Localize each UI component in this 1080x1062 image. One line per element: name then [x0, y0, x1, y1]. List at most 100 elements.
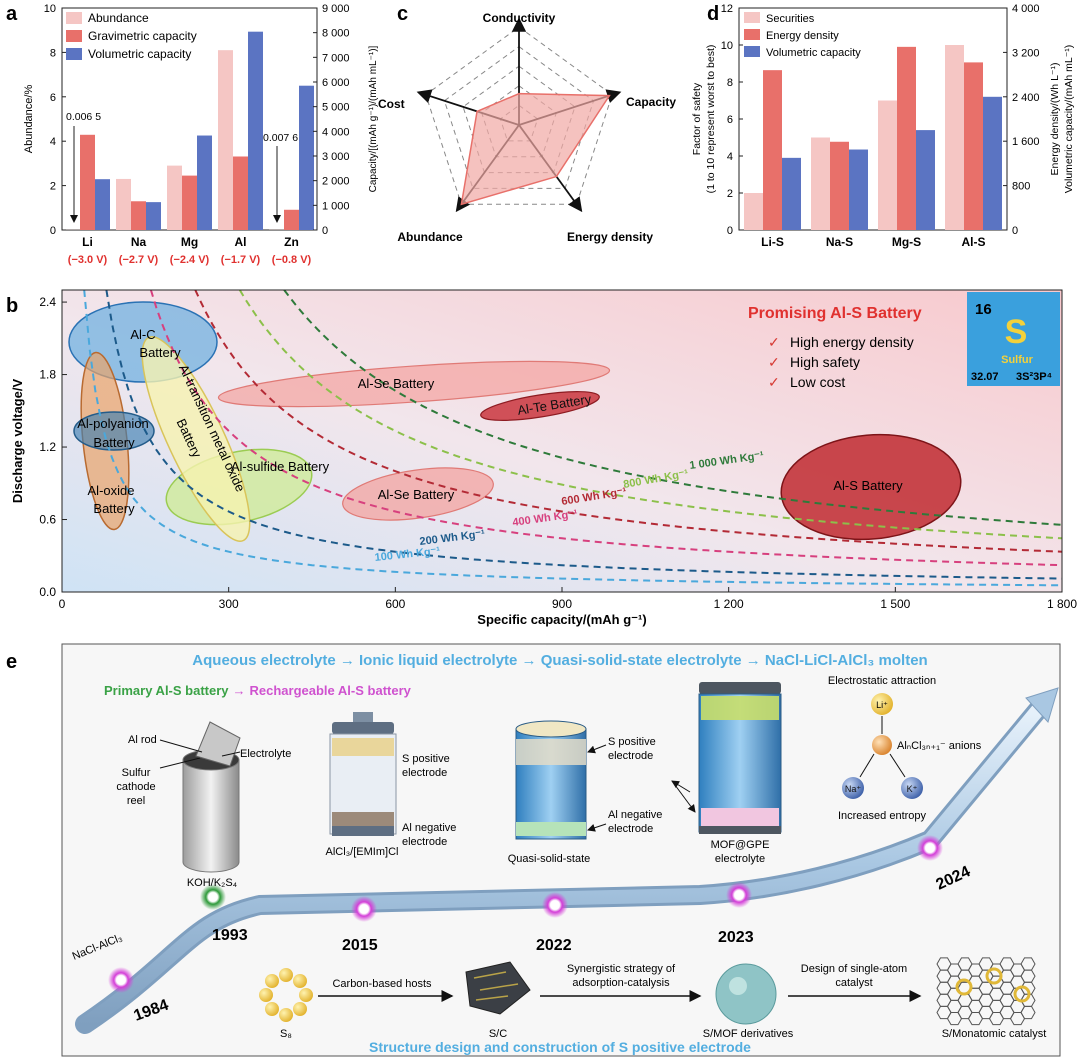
- radar-level: [425, 26, 613, 205]
- s8-ring: [259, 968, 313, 1022]
- anion-ball: [872, 735, 892, 755]
- bar-zn-volumetric-capacity: [299, 85, 314, 230]
- leader-arrow: [671, 780, 696, 813]
- s8-atom: [279, 968, 293, 982]
- node-2015: [351, 896, 377, 922]
- tick-label: 4 000: [322, 126, 350, 138]
- panel-d-ylabel-left-2: (1 to 10 represent worst to best): [705, 45, 717, 194]
- tick-label: 1 000: [322, 200, 350, 212]
- smof-label: S/MOF derivatives: [703, 1028, 794, 1040]
- year-2015: 2015: [342, 937, 378, 954]
- tick-label: 2 000: [322, 176, 350, 188]
- bar-al-volumetric-capacity: [248, 31, 263, 231]
- category-label: Mg-S: [892, 235, 921, 249]
- al-neg-2015-2: electrode: [402, 836, 447, 848]
- bar-na-abundance: [116, 178, 131, 230]
- node-2023: [726, 882, 752, 908]
- promising-item-3: Low cost: [790, 374, 845, 390]
- timeline-arrow-head: [1025, 687, 1059, 723]
- node-2024: [917, 835, 943, 861]
- tick-label: 4 000: [1012, 3, 1040, 15]
- sulfur-tile-bg: [967, 292, 1060, 386]
- sulfur-symbol: S: [1005, 313, 1028, 351]
- bar-zn-gravimetric-capacity: [284, 209, 299, 230]
- check-icon: ✓: [768, 374, 780, 390]
- s-pos-2015-2: electrode: [402, 767, 447, 779]
- na-ion: [842, 777, 864, 799]
- tick-label: 6 000: [322, 77, 350, 89]
- sulfur-number: 16: [975, 301, 992, 318]
- category-label: Al-S: [962, 235, 986, 249]
- energy-curve-400: [149, 289, 1063, 567]
- node-1993: [200, 884, 226, 910]
- label-al-oxide: Al-oxide: [88, 483, 135, 498]
- cell-2023-cathode: [701, 696, 779, 720]
- cell-2015-cathode: [332, 738, 394, 756]
- panel-label-b: b: [6, 295, 18, 317]
- tick-label: 6: [727, 114, 733, 126]
- cell-2015-terminal: [353, 712, 373, 724]
- cell-2022-anode: [516, 822, 586, 836]
- year-2023: 2023: [718, 929, 754, 946]
- il-label: AlCl₃/[EMIm]Cl: [326, 846, 399, 858]
- panel-a-note-li: 0.006 5: [66, 111, 101, 123]
- ion-link: [889, 753, 906, 778]
- cell-2015-base: [332, 826, 394, 836]
- category-label: Li: [82, 235, 93, 249]
- legend-label: Abundance: [88, 11, 149, 25]
- electrostatic-label: Electrostatic attraction: [828, 675, 936, 687]
- panel-d-ylabel-left-1: Factor of safety: [691, 82, 703, 155]
- timeline-tube: [78, 698, 1049, 1031]
- cell-1993: Al rod Electrolyte Sulfur cathode reel K…: [116, 721, 291, 889]
- x-tick-label: 1 800: [1047, 597, 1077, 611]
- rechargeable-label: Rechargeable Al-S battery: [250, 683, 412, 698]
- tick-label: 4: [50, 136, 56, 148]
- bar-na-s-energy-density: [830, 141, 849, 230]
- tick-label: 7 000: [322, 52, 350, 64]
- x-tick-label: 0: [59, 597, 66, 611]
- s8-atom: [293, 974, 307, 988]
- tick-label: 1 600: [1012, 136, 1040, 148]
- cell-2023-cap: [699, 682, 781, 694]
- energy-curve-600: [194, 289, 1063, 553]
- panel-a-categories: Li(−3.0 V)Na(−2.7 V)Mg(−2.4 V)Al(−1.7 V)…: [68, 235, 312, 266]
- x-tick-label: 600: [385, 597, 405, 611]
- al-neg-2015-1: Al negative: [402, 822, 456, 834]
- leader-line: [159, 757, 201, 769]
- bar-li-s-securities: [744, 193, 763, 230]
- k-ion-label: K⁺: [907, 784, 918, 794]
- qss-label: Quasi-solid-state: [508, 853, 591, 865]
- cell-2022-cathode: [516, 739, 586, 765]
- y-tick-label: 0.0: [39, 585, 56, 599]
- category-label: Li-S: [761, 235, 784, 249]
- region-al-tm-oxide: [141, 336, 251, 542]
- panel-label-a: a: [6, 3, 18, 25]
- s8-atom: [265, 1002, 279, 1016]
- lattice-cell: [1020, 1005, 1036, 1020]
- x-tick-label: 1 200: [714, 597, 744, 611]
- legend-label: Energy density: [766, 30, 839, 42]
- sulfur-cathode-1: Sulfur: [122, 767, 151, 779]
- al-rod-label: Al rod: [128, 734, 157, 746]
- s-pos-2022-2: electrode: [608, 750, 653, 762]
- y-tick-label: 1.2: [39, 440, 56, 454]
- bar-mg-abundance: [167, 165, 182, 230]
- smof-particle: [715, 963, 777, 1025]
- tick-label: 5 000: [322, 102, 350, 114]
- cell-2023-anode: [701, 808, 779, 826]
- single-atom-1: Design of single-atom: [801, 963, 907, 975]
- tick-label: 2: [727, 188, 733, 200]
- bar-na-volumetric-capacity: [146, 202, 161, 230]
- tick-label: 9 000: [322, 3, 350, 15]
- s8-label: S₈: [280, 1028, 292, 1040]
- bar-mg-s-energy-density: [897, 46, 916, 230]
- bar-mg-volumetric-capacity: [197, 135, 212, 230]
- leader-arrow: [587, 823, 607, 832]
- category-label: Na-S: [826, 235, 853, 249]
- smof-highlight: [729, 977, 747, 995]
- panel-label-e: e: [6, 651, 17, 673]
